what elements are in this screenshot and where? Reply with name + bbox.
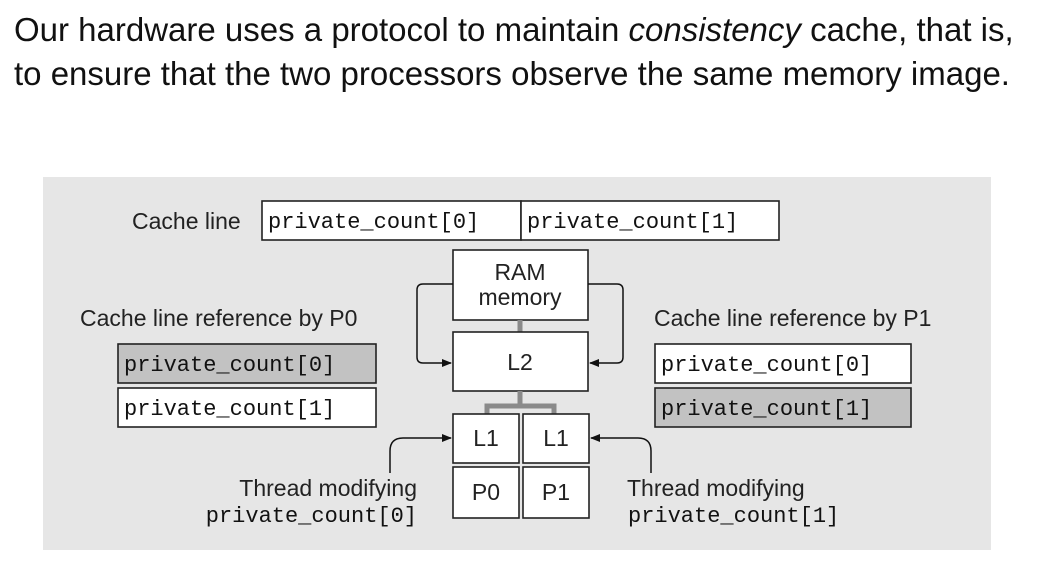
left-reference-row-0: [117, 343, 377, 384]
cache-line-cell-1-text: private_count[1]: [527, 210, 738, 235]
l2-label: L2: [507, 349, 533, 375]
left-reference-label: Cache line reference by P0: [80, 305, 357, 331]
heading-emphasis: consistency: [628, 11, 801, 48]
heading-text: Our hardware uses a protocol to maintain…: [14, 8, 1024, 96]
l1-right-label: L1: [543, 425, 569, 451]
l1-left-label: L1: [473, 425, 499, 451]
left-reference-row-0-text: private_count[0]: [124, 353, 335, 378]
heading-part-1: Our hardware uses a protocol to maintain: [14, 11, 629, 48]
l2-l1-bus: [484, 391, 557, 414]
heading-part-2: cache, that is, to ensure that the two p…: [14, 11, 1014, 92]
right-reference-row-1-text: private_count[1]: [661, 397, 872, 422]
cache-line-label: Cache line: [132, 208, 241, 234]
p1-box: [522, 466, 590, 519]
left-reference-row-1-text: private_count[1]: [124, 397, 335, 422]
right-reference-row-1: [654, 387, 912, 428]
ram-label: RAM: [494, 259, 545, 285]
left-thread-arrow: [389, 434, 452, 473]
p0-label: P0: [472, 479, 500, 505]
right-connector-arrow: [588, 283, 624, 367]
cache-line-cell-1: [520, 200, 780, 241]
left-thread-label: Thread modifying: [239, 475, 417, 501]
l1-left-box: [452, 413, 520, 464]
cache-line-cell-0-text: private_count[0]: [268, 210, 479, 235]
l2-cache-box: [452, 331, 589, 392]
memory-label: memory: [478, 284, 562, 310]
right-reference-row-0: [654, 343, 912, 384]
left-connector-arrow: [416, 283, 453, 367]
right-reference-row-0-text: private_count[0]: [661, 353, 872, 378]
right-reference-label: Cache line reference by P1: [654, 305, 931, 331]
right-thread-variable: private_count[1]: [628, 504, 839, 529]
cache-diagram: Cache line private_count[0] private_coun…: [43, 177, 991, 550]
l1-right-box: [522, 413, 590, 464]
p0-box: [452, 466, 520, 519]
p1-label: P1: [542, 479, 570, 505]
left-reference-row-1: [117, 387, 377, 428]
right-thread-arrow: [590, 434, 652, 473]
left-thread-variable: private_count[0]: [206, 504, 417, 529]
right-thread-label: Thread modifying: [627, 475, 805, 501]
